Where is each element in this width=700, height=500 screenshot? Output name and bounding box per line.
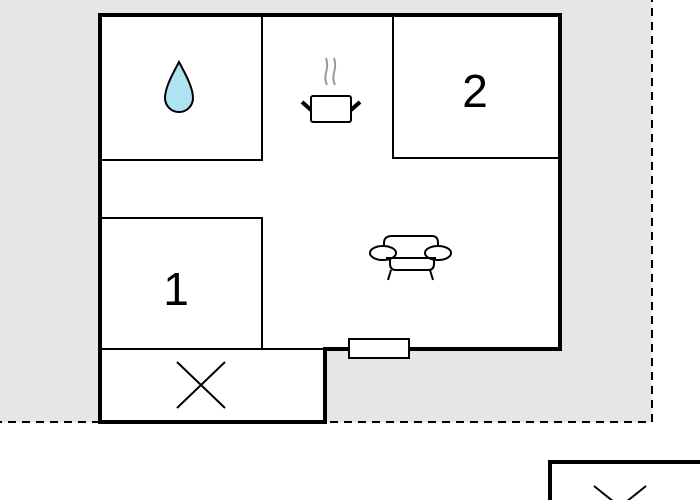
room-2-label: 2: [462, 65, 488, 117]
interior-walls: [100, 15, 560, 350]
window-icon: [348, 338, 410, 359]
outbuilding: [548, 460, 700, 500]
sofa-icon: [369, 235, 452, 281]
room-1-label: 1: [163, 263, 189, 315]
cross-mark-icon: [593, 485, 647, 500]
cooking-pot-icon: [300, 57, 362, 123]
water-drop-icon: [163, 59, 195, 113]
cross-mark-icon: [176, 361, 226, 409]
